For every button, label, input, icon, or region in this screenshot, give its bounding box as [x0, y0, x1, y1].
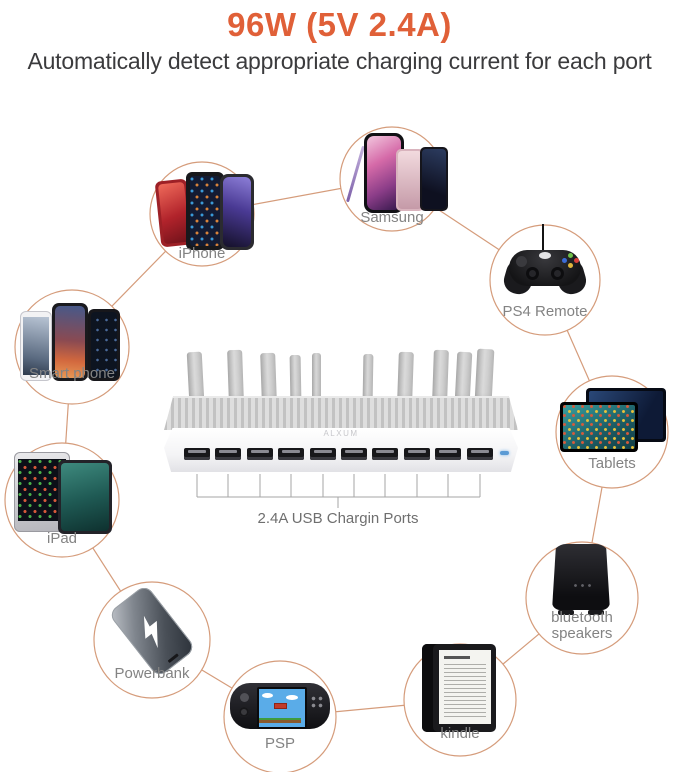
divider-slat: [186, 351, 205, 403]
divider-slat: [260, 352, 277, 403]
usb-port-1: [184, 448, 210, 460]
station-deck: [164, 396, 518, 430]
device-tablets: Tablets: [552, 372, 672, 492]
device-label-samsung: Samsung: [360, 209, 424, 226]
speaker-photo-icon: [522, 538, 642, 658]
divider-slat: [474, 348, 495, 403]
device-kindle: kindle: [400, 640, 520, 760]
page-title: 96W (5V 2.4A): [227, 6, 452, 43]
usb-port-2: [215, 448, 241, 460]
ports-label: 2.4A USB Chargin Ports: [257, 510, 419, 527]
usb-port-6: [341, 448, 367, 460]
device-smart-phone: Smart phone: [12, 287, 132, 407]
psp-photo-icon: [220, 657, 340, 777]
divider-slat: [362, 353, 374, 403]
game-controller-icon: [485, 220, 605, 340]
ports-bracket: [196, 474, 481, 508]
device-label-powerbank: Powerbank: [114, 665, 190, 682]
device-psp: PSP: [220, 657, 340, 777]
device-iphone: iPhone: [142, 154, 262, 274]
usb-port-9: [435, 448, 461, 460]
divider-slat: [312, 353, 321, 402]
divider-slat: [397, 351, 414, 403]
device-ipad: iPad: [2, 440, 122, 560]
status-led: [500, 451, 509, 455]
lightning-bolt-icon: [143, 615, 158, 649]
header: 96W (5V 2.4A) Automatically detect appro…: [0, 0, 679, 75]
usb-port-4: [278, 448, 304, 460]
usb-port-3: [247, 448, 273, 460]
device-label-smart-phone: Smart phone: [29, 365, 115, 382]
brand-text: ALXUM: [323, 429, 359, 438]
device-bluetooth-speakers: bluetooth speakers: [522, 538, 642, 658]
usb-port-8: [404, 448, 430, 460]
divider-slat: [454, 351, 473, 403]
powerbank-photo-icon: [92, 580, 212, 700]
device-powerbank: Powerbank: [92, 580, 212, 700]
device-label-bluetooth-speakers: bluetooth speakers: [551, 609, 613, 643]
device-samsung: Samsung: [332, 119, 452, 239]
samsung-photo-icon: [332, 119, 452, 239]
ipad-photo-icon: [2, 440, 122, 560]
device-ps4-remote: PS4 Remote: [485, 220, 605, 340]
divider-slat: [289, 354, 302, 403]
kindle-photo-icon: [400, 640, 520, 760]
divider-slat: [227, 349, 244, 403]
usb-port-7: [372, 448, 398, 460]
device-label-ps4-remote: PS4 Remote: [502, 303, 588, 320]
device-label-tablets: Tablets: [588, 455, 636, 472]
charging-station: ALXUM: [164, 338, 518, 472]
tablets-photo-icon: [552, 372, 672, 492]
compatibility-diagram: ALXUM 2.4A USB Chargin Ports iPhone Sams…: [0, 100, 679, 772]
device-label-ipad: iPad: [46, 530, 78, 547]
iphone-photo-icon: [142, 154, 262, 274]
page-subtitle: Automatically detect appropriate chargin…: [27, 48, 652, 74]
divider-slat: [432, 349, 449, 403]
usb-port-10: [467, 448, 493, 460]
usb-port-5: [310, 448, 336, 460]
device-label-psp: PSP: [264, 735, 295, 752]
device-label-iphone: iPhone: [178, 245, 226, 262]
smartphone-photo-icon: [12, 287, 132, 407]
device-label-kindle: kindle: [440, 725, 480, 742]
